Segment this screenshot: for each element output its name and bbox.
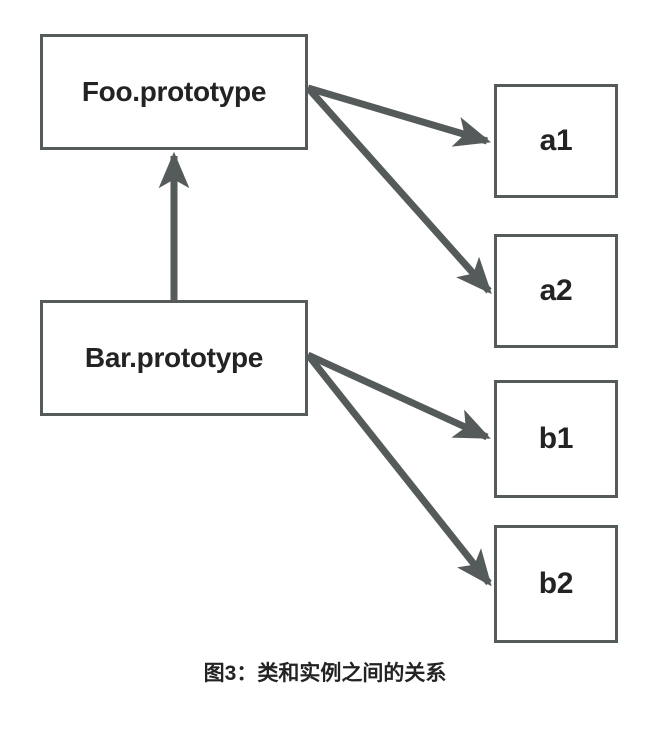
edge-foo-to-a1 (307, 84, 492, 147)
node-bar-prototype[interactable]: Bar.prototype (40, 300, 308, 416)
edge-bar-to-b2 (305, 352, 492, 587)
node-a2[interactable]: a2 (494, 234, 618, 348)
edge-foo-to-a2 (305, 85, 492, 295)
node-label: Bar.prototype (84, 342, 264, 373)
node-b1[interactable]: b1 (494, 380, 618, 498)
node-label: a1 (539, 124, 573, 157)
node-label: Foo.prototype (81, 76, 267, 107)
figure-caption: 图3：类和实例之间的关系 (203, 662, 447, 685)
node-foo-prototype[interactable]: Foo.prototype (40, 34, 308, 150)
node-b2[interactable]: b2 (494, 525, 618, 643)
node-label: b2 (538, 567, 574, 600)
edge-bar-to-b1 (306, 351, 491, 441)
node-label: a2 (539, 274, 573, 307)
node-label: b1 (538, 422, 574, 455)
node-a1[interactable]: a1 (494, 84, 618, 198)
